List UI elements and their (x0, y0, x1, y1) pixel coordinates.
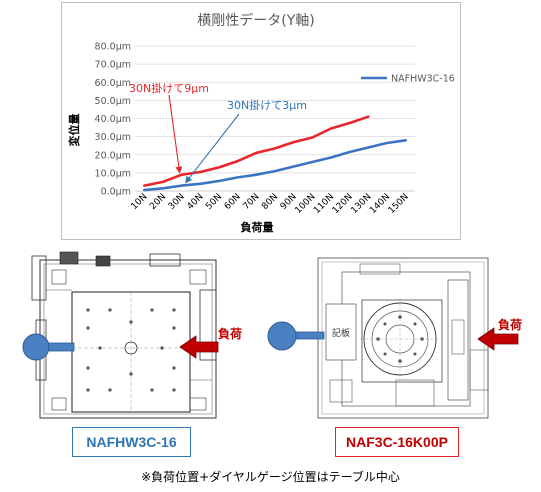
left-load-arrow-icon (179, 335, 219, 359)
y-tick-label: 30.0μm (95, 132, 131, 143)
footnote: ※負荷位置+ダイヤルゲージ位置はテーブル中心 (141, 470, 400, 484)
right-plate (325, 303, 357, 361)
series-line-red (143, 115, 370, 187)
right-plate-label: 記板 (332, 327, 350, 339)
legend-label: NAFHW3C-16 (391, 74, 455, 85)
product-label-naf3c-16k00p: NAF3C-16K00P (335, 427, 459, 457)
y-tick-label: 20.0μm (95, 150, 131, 161)
right-load-label: 負荷 (498, 317, 522, 332)
annotation-red-label: 30N掛けて9μm (129, 81, 209, 95)
right-stage-drawing: 記板 負荷 (267, 257, 522, 419)
product-label-nafhw3c-16: NAFHW3C-16 (72, 427, 191, 457)
annotation-layer: 30N掛けて9μm 30N掛けて3μm (129, 81, 307, 184)
left-stage-drawing: 負荷 (22, 251, 242, 419)
chart: 横剛性データ(Y軸) 0.0μm 10.0μm 20.0μm 30.0μm 40.0μm… (61, 2, 461, 240)
y-tick-label: 40.0μm (95, 114, 131, 125)
x-axis-label: 負荷量 (241, 220, 274, 234)
y-tick-label: 80.0μm (95, 42, 131, 53)
annotation-blue-arrow (185, 113, 240, 184)
annotation-blue-label: 30N掛けて3μm (227, 98, 307, 112)
chart-title: 横剛性データ(Y軸) (197, 12, 314, 29)
y-axis-ticks: 0.0μm 10.0μm 20.0μm 30.0μm 40.0μm 50.0μm 60.0μ… (95, 42, 131, 198)
series-line-nafhw3c-16 (143, 139, 408, 192)
series-layer (143, 115, 408, 192)
right-knob-icon (267, 321, 297, 351)
y-tick-label: 10.0μm (95, 168, 131, 179)
annotation-red-arrow (168, 94, 183, 174)
y-tick-label: 0.0μm (101, 187, 131, 198)
left-knob-icon (22, 333, 50, 361)
legend: NAFHW3C-16 (361, 74, 455, 85)
right-load-arrow-icon (477, 327, 519, 351)
y-tick-label: 70.0μm (95, 60, 131, 71)
drawings-area: 負荷 記板 負荷 (22, 251, 522, 419)
chart-frame (61, 2, 461, 240)
y-axis-label: 変位量 (67, 114, 81, 147)
y-tick-label: 50.0μm (95, 96, 131, 107)
left-load-label: 負荷 (218, 326, 242, 341)
y-tick-label: 60.0μm (95, 78, 131, 89)
